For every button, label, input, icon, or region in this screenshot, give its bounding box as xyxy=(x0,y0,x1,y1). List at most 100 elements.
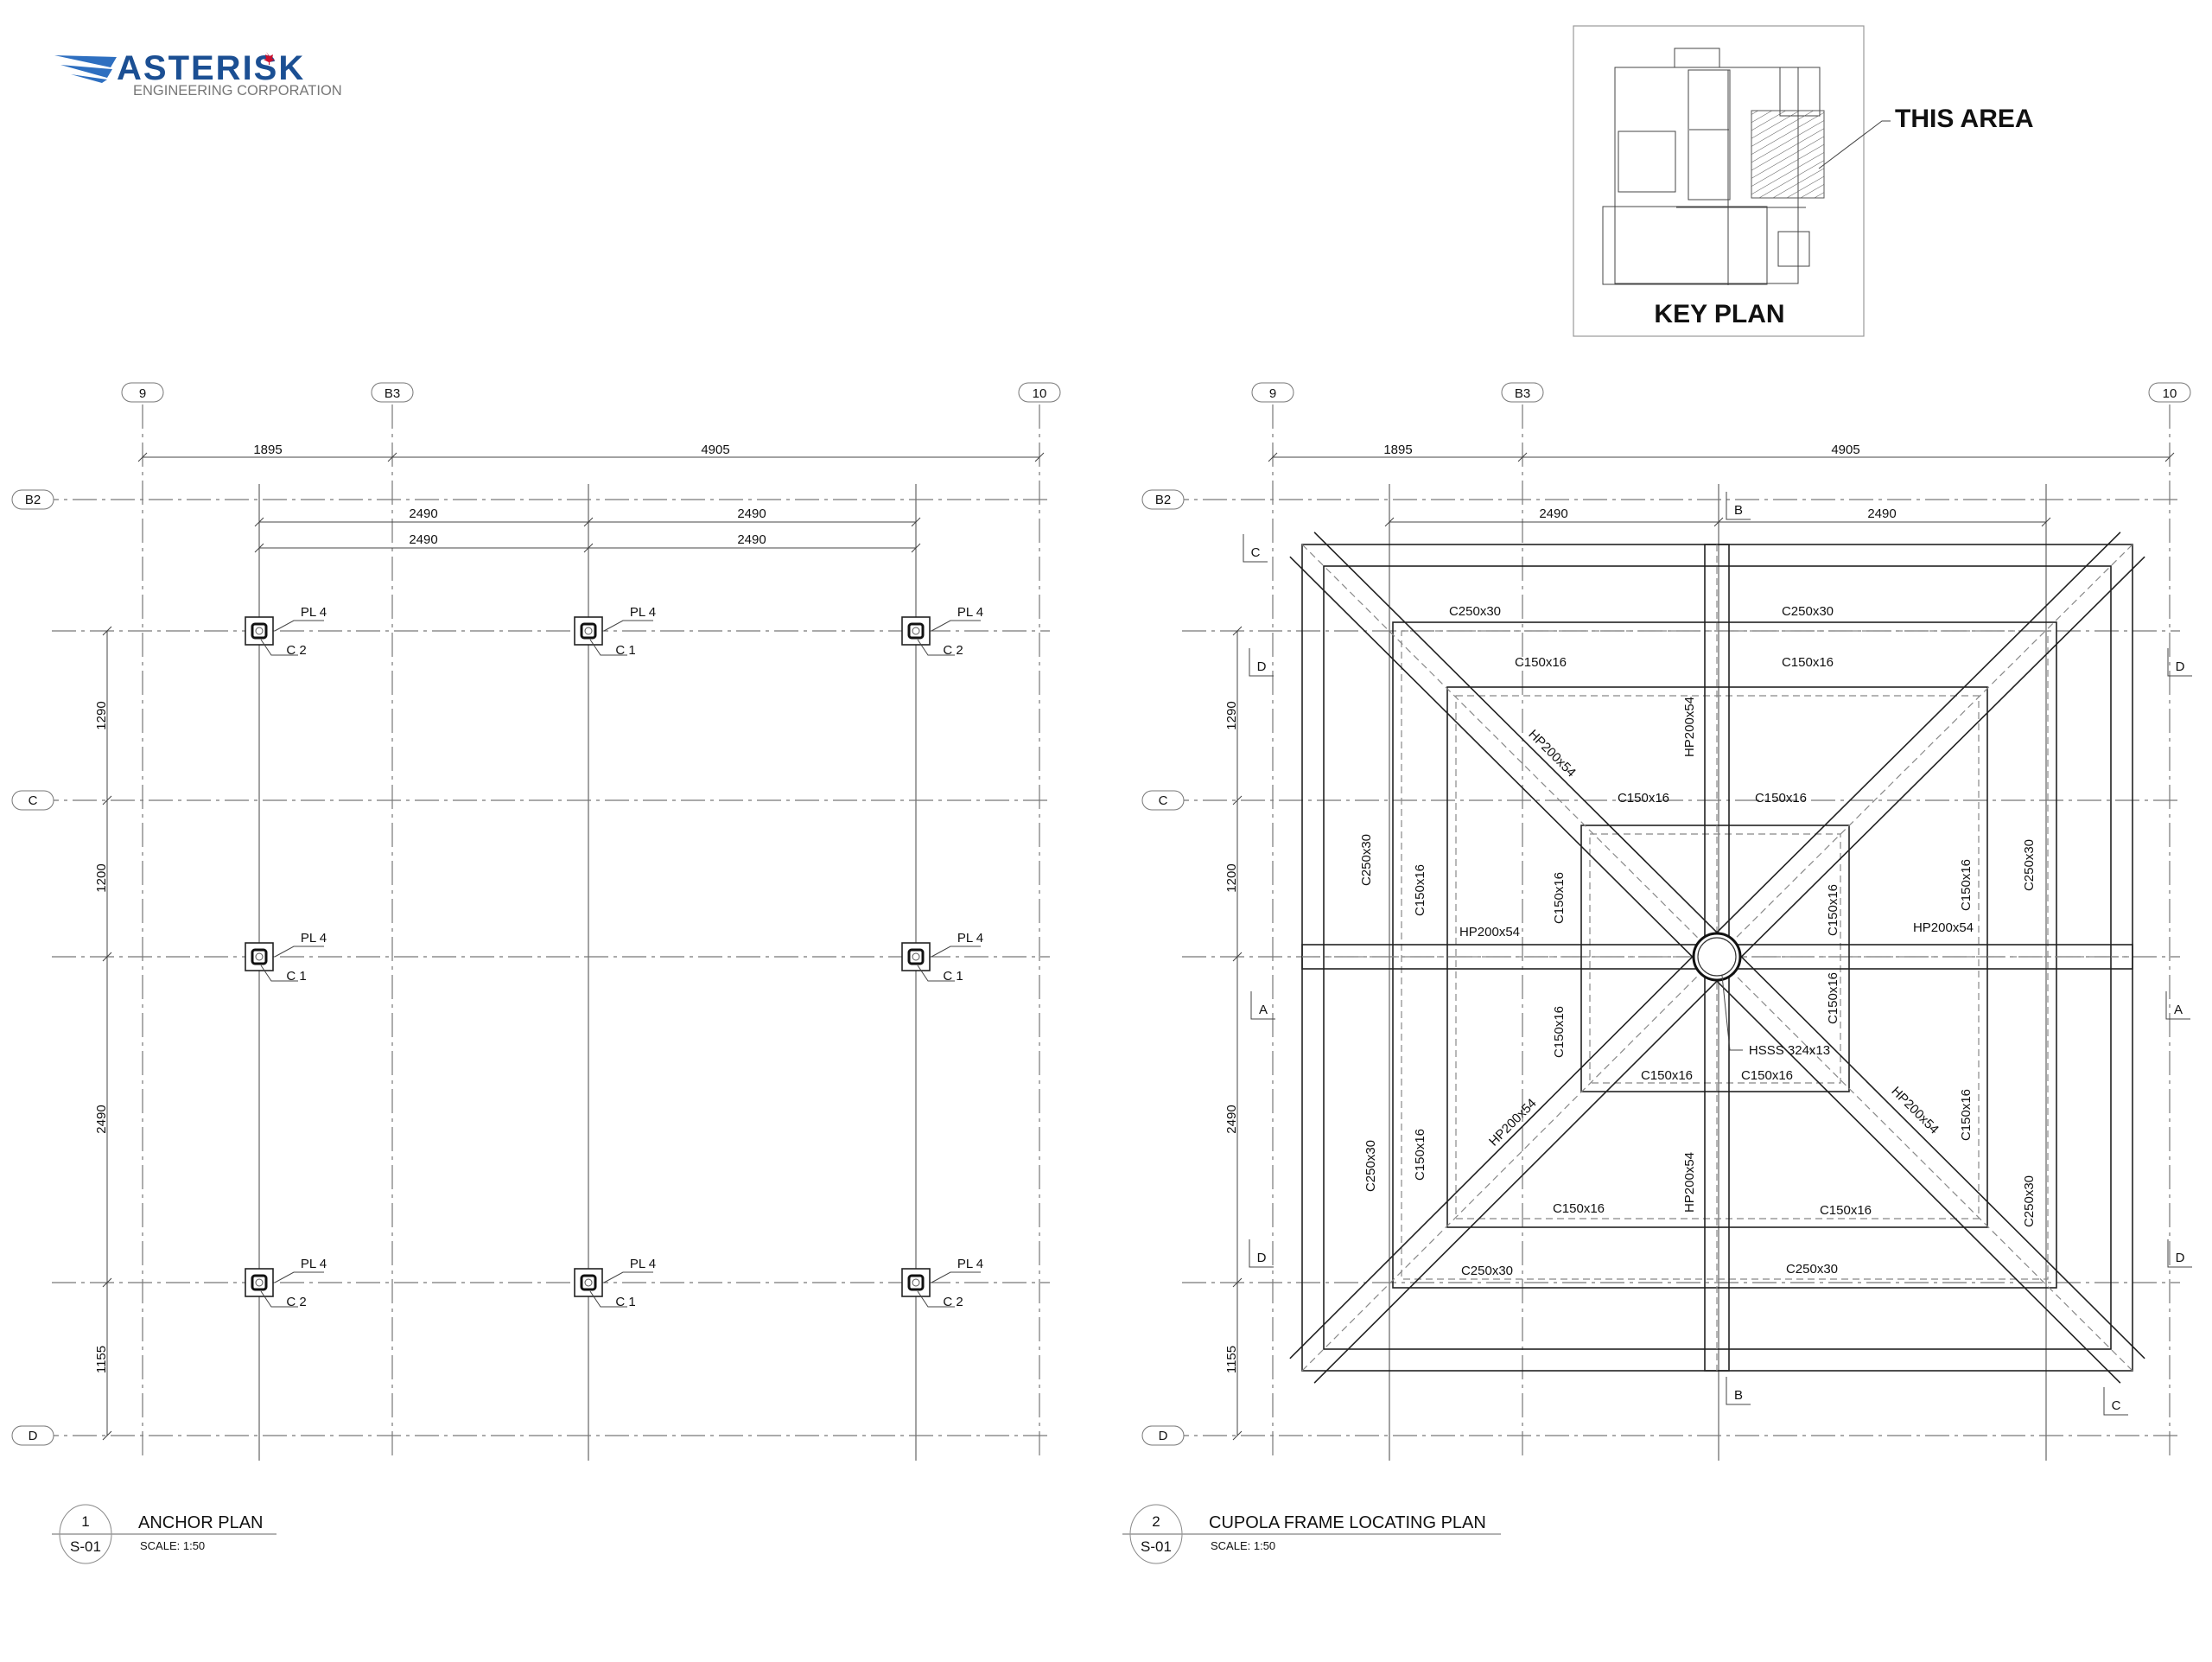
section-label: D xyxy=(1257,659,1267,674)
dimension: 2490 xyxy=(737,506,766,521)
grid-bubble-10: 10 xyxy=(1018,382,1061,403)
grid-label: B2 xyxy=(1155,493,1171,507)
section-marker[interactable]: D xyxy=(1249,648,1274,677)
member-label: C150x16 xyxy=(1959,859,1974,911)
section-marker[interactable]: C xyxy=(2103,1387,2128,1416)
anchor-bolt-plate: PL 4 C 1 xyxy=(245,931,327,984)
dimension: 2490 xyxy=(94,1105,109,1133)
member-label: C150x16 xyxy=(1553,1201,1605,1216)
dimension: 2490 xyxy=(737,532,766,547)
key-plan-title: KEY PLAN xyxy=(1654,300,1784,328)
plan-scale: SCALE: 1:50 xyxy=(1211,1539,1275,1552)
plan-number: 2 xyxy=(1152,1513,1160,1530)
grid-label: 9 xyxy=(139,386,146,401)
member-label: C250x30 xyxy=(1449,604,1501,619)
section-marker[interactable]: B xyxy=(1726,1377,1751,1405)
section-label: B xyxy=(1734,503,1743,518)
dimension: 2490 xyxy=(1224,1105,1239,1133)
grid-label: 9 xyxy=(1269,386,1276,401)
anchor-bolt-plate: PL 4C 1 xyxy=(574,605,656,658)
column-label: C 2 xyxy=(943,1295,963,1309)
grid-label: C xyxy=(1159,793,1168,808)
dimension: 2490 xyxy=(409,532,437,547)
member-label: C150x16 xyxy=(1782,655,1834,670)
logo-subtitle: ENGINEERING CORPORATION xyxy=(133,83,342,99)
member-label: C250x30 xyxy=(1359,834,1374,886)
column-label: C 2 xyxy=(286,643,306,658)
member-label: C150x16 xyxy=(1515,655,1567,670)
dimension: 2490 xyxy=(1539,506,1567,521)
this-area-hatch xyxy=(1751,110,1825,199)
plan-title: CUPOLA FRAME LOCATING PLAN xyxy=(1209,1513,1486,1532)
member-label: C150x16 xyxy=(1826,972,1840,1024)
section-label: B xyxy=(1734,1388,1743,1403)
plate-label: PL 4 xyxy=(301,1257,327,1271)
column-label: C 1 xyxy=(286,969,306,984)
grid-bubble-10: 10 xyxy=(2148,382,2191,403)
grid-label: B2 xyxy=(25,493,41,507)
column-label: C 1 xyxy=(943,969,963,984)
dimension: 4905 xyxy=(1831,443,1859,457)
anchor-bolt-plate: PL 4 C 2 xyxy=(901,605,983,658)
section-label: C xyxy=(1251,545,1261,560)
dimension: 1290 xyxy=(1224,701,1239,729)
plan-title: ANCHOR PLAN xyxy=(138,1513,263,1532)
member-label: C250x30 xyxy=(2022,839,2037,891)
grid-label: D xyxy=(29,1429,38,1443)
dimension: 1895 xyxy=(1383,443,1412,457)
member-label: HP200x54 xyxy=(1525,727,1579,780)
column-label: C 2 xyxy=(943,643,963,658)
logo-name: ASTERISK xyxy=(117,49,305,87)
member-label: C150x16 xyxy=(1959,1089,1974,1141)
section-label: C xyxy=(2112,1398,2121,1413)
member-label: HP200x54 xyxy=(1913,920,1974,935)
member-label: C150x16 xyxy=(1755,791,1807,806)
grid-bubble-9: 9 xyxy=(121,382,164,403)
hss-column xyxy=(1692,932,1742,982)
grid-bubble-b3: B3 xyxy=(1501,382,1544,403)
plan-scale: SCALE: 1:50 xyxy=(140,1539,205,1552)
member-label: C250x30 xyxy=(2022,1175,2037,1227)
sheet-ref: S-01 xyxy=(70,1538,101,1555)
anchor-bolt-plate: PL 4 C 2 xyxy=(901,1257,983,1309)
grid-bubble-c: C xyxy=(11,790,54,811)
member-label: C150x16 xyxy=(1826,884,1840,936)
plate-label: PL 4 xyxy=(957,1257,983,1271)
section-label: D xyxy=(2176,659,2185,674)
dimension: 1895 xyxy=(253,443,282,457)
company-logo: ASTERISK ENGINEERING CORPORATION xyxy=(54,49,342,99)
section-marker[interactable]: B xyxy=(1726,492,1751,520)
section-marker[interactable]: D xyxy=(1249,1239,1274,1268)
section-marker[interactable]: C xyxy=(1243,534,1268,563)
dimension: 1290 xyxy=(94,701,109,729)
section-marker[interactable]: A xyxy=(1250,991,1275,1020)
dimension: 1200 xyxy=(94,863,109,892)
grid-label: 10 xyxy=(2163,386,2177,401)
dimension: 1155 xyxy=(1224,1346,1239,1373)
member-label: C150x16 xyxy=(1641,1068,1693,1083)
grid-bubble-d: D xyxy=(11,1425,54,1446)
grid-label: 10 xyxy=(1033,386,1047,401)
plate-label: PL 4 xyxy=(630,1257,656,1271)
grid-bubble-d: D xyxy=(1141,1425,1185,1446)
member-label: HP200x54 xyxy=(1682,1152,1697,1213)
section-marker[interactable]: D xyxy=(2167,1239,2192,1268)
dimension: 4905 xyxy=(701,443,729,457)
member-label: C150x16 xyxy=(1618,791,1669,806)
member-label: C150x16 xyxy=(1413,864,1427,916)
plate-label: PL 4 xyxy=(957,605,983,620)
grid-label: D xyxy=(1159,1429,1168,1443)
anchor-bolt-plate: PL 4C 2 xyxy=(245,1257,327,1309)
member-label: C150x16 xyxy=(1820,1203,1872,1218)
section-marker[interactable]: D xyxy=(2167,648,2192,677)
anchor-bolt-plate: PL 4C 2 xyxy=(245,605,327,658)
section-label: A xyxy=(1259,1003,1268,1017)
plan-number: 1 xyxy=(81,1513,89,1530)
plate-label: PL 4 xyxy=(301,931,327,946)
member-label: HP200x54 xyxy=(1682,697,1697,757)
section-marker[interactable]: A xyxy=(2165,991,2190,1020)
key-plan: THIS AREA KEY PLAN xyxy=(1573,25,2034,337)
